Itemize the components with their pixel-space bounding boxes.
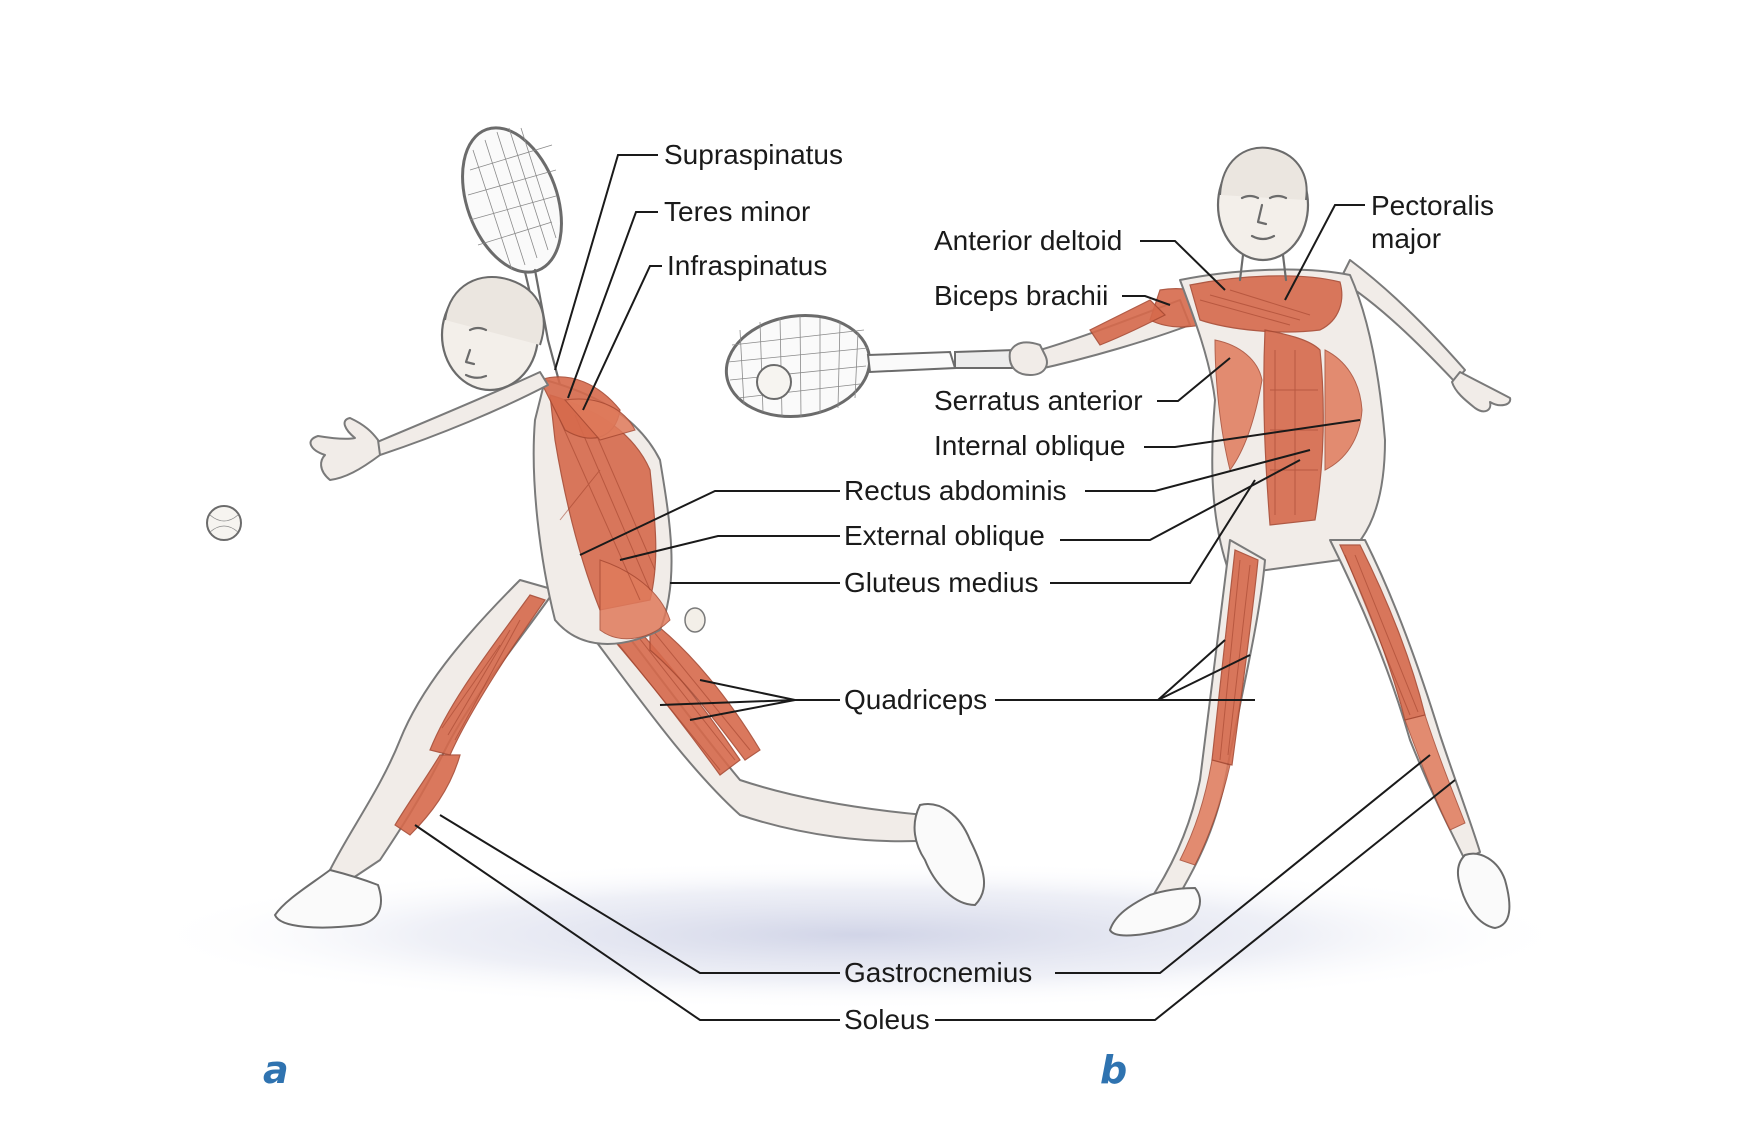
shoe-back-a (273, 868, 382, 929)
label-rectus-abdominis: Rectus abdominis (844, 475, 1067, 506)
label-teres-minor: Teres minor (664, 196, 811, 227)
tennis-ball-a (206, 505, 242, 541)
leader-quadriceps-b1 (995, 639, 1226, 701)
leader-teres-minor (567, 211, 658, 399)
figure-b (724, 146, 1512, 937)
head-b (1216, 146, 1310, 282)
panel-label-b: b (1100, 1048, 1128, 1092)
label-quadriceps: Quadriceps (844, 684, 988, 715)
label-pectoralis-major-line1: Pectoralis (1371, 190, 1494, 221)
label-anterior-deltoid: Anterior deltoid (934, 225, 1123, 256)
leader-soleus-a (414, 824, 840, 1021)
leader-gastrocnemius-a (439, 814, 840, 974)
leader-supraspinatus (554, 154, 658, 371)
label-gastrocnemius: Gastrocnemius (844, 957, 1033, 988)
shoe-b-right (1456, 852, 1511, 930)
label-pectoralis-major-line2: major (1371, 223, 1442, 254)
leader-lines (414, 154, 1456, 1021)
leader-soleus-b (935, 779, 1456, 1021)
leader-external-oblique-a (619, 535, 840, 561)
hand-a (309, 417, 381, 481)
hand-b-right (1451, 371, 1512, 413)
arm-a (369, 371, 549, 456)
leader-quadriceps-b2 (1157, 654, 1251, 701)
label-internal-oblique: Internal oblique (934, 430, 1126, 461)
leader-serratus-anterior (1157, 357, 1231, 402)
figure-a (206, 126, 986, 929)
leader-biceps-brachii (1122, 295, 1171, 306)
leader-quadriceps-a2 (659, 699, 796, 706)
label-soleus: Soleus (844, 1004, 930, 1035)
label-biceps-brachii: Biceps brachii (934, 280, 1109, 311)
label-external-oblique: External oblique (844, 520, 1045, 551)
label-serratus-anterior: Serratus anterior (934, 385, 1143, 416)
label-supraspinatus: Supraspinatus (664, 139, 844, 170)
shoe-b-left (1108, 886, 1201, 937)
label-infraspinatus: Infraspinatus (667, 250, 828, 281)
floor-shadow (140, 860, 1580, 1010)
leader-internal-oblique (1144, 419, 1361, 448)
leader-gluteus-medius-b (1050, 479, 1256, 584)
leader-anterior-deltoid (1140, 240, 1226, 291)
racket-b (724, 313, 1020, 419)
leader-quadriceps-a3 (689, 699, 796, 721)
label-gluteus-medius: Gluteus medius (844, 567, 1039, 598)
leader-rectus-abdominis-b (1085, 449, 1311, 492)
panel-label-a: a (263, 1048, 289, 1092)
hand-b-left (1008, 341, 1048, 376)
leader-rectus-abdominis-a (579, 490, 840, 556)
shoe-front-a (913, 803, 986, 907)
head-a (440, 275, 545, 392)
leader-gastrocnemius-b (1055, 754, 1431, 974)
leader-pectoralis-major (1284, 204, 1365, 301)
leader-infraspinatus (582, 265, 662, 411)
